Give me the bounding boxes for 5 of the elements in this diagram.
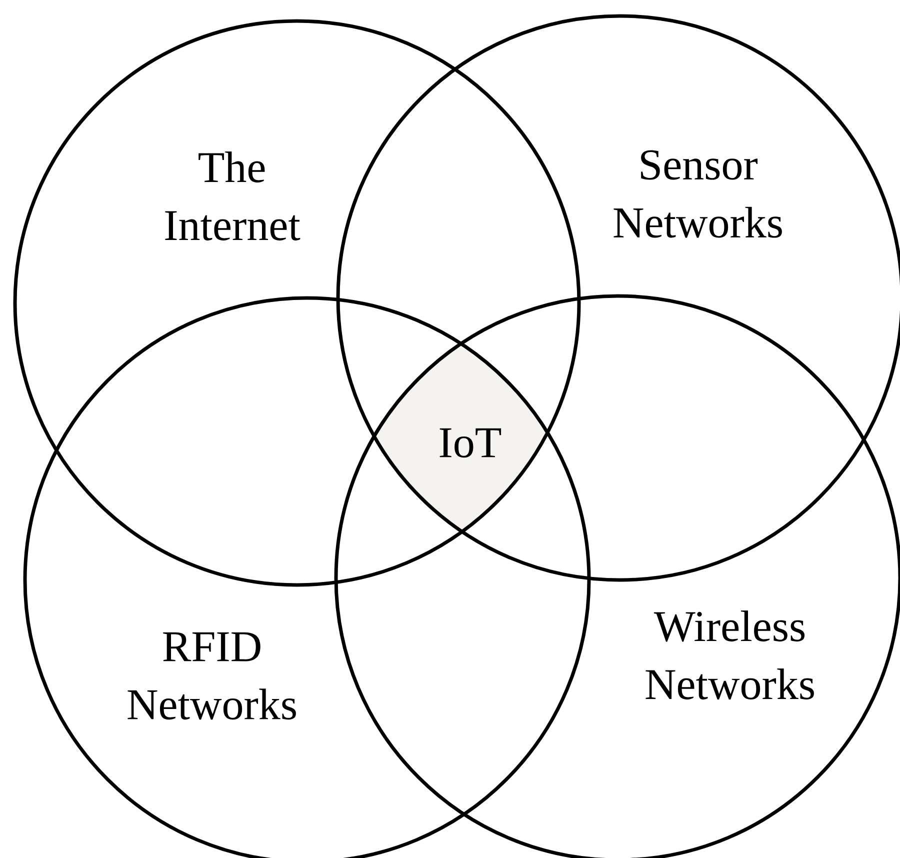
circle-label: Wireless Networks: [646, 610, 814, 700]
circle-label: The Internet: [165, 152, 300, 240]
circle-label: RFID Networks: [128, 632, 296, 720]
intersection-region: IoT: [370, 328, 579, 560]
circle-label: Sensor Networks: [614, 150, 782, 238]
